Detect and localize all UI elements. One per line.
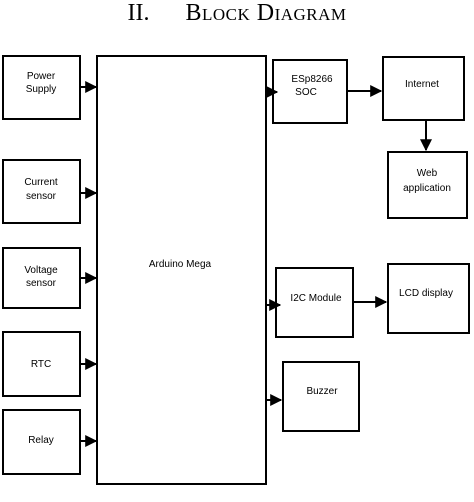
svg-text:Buzzer: Buzzer — [306, 386, 338, 397]
block-arduino-mega: Arduino Mega — [96, 55, 267, 485]
block-buzzer: Buzzer — [282, 361, 360, 432]
heading-text: Block Diagram — [185, 0, 347, 26]
svg-text:LCD display: LCD display — [399, 288, 453, 299]
svg-text:Arduino Mega: Arduino Mega — [149, 259, 212, 270]
block-relay: Relay — [2, 409, 81, 475]
block-internet: Internet — [382, 56, 465, 121]
block-i2c-module: I2C Module — [275, 267, 354, 338]
block-rtc: RTC — [2, 331, 81, 397]
svg-text:Internet: Internet — [405, 79, 439, 90]
block-lcd-display: LCD display — [387, 263, 470, 334]
diagram-heading: II. Block Diagram — [0, 0, 474, 35]
svg-text:I2C Module: I2C Module — [290, 293, 342, 304]
heading-number: II. — [127, 0, 150, 26]
svg-text:RTC: RTC — [31, 359, 51, 370]
svg-text:Relay: Relay — [28, 435, 54, 446]
